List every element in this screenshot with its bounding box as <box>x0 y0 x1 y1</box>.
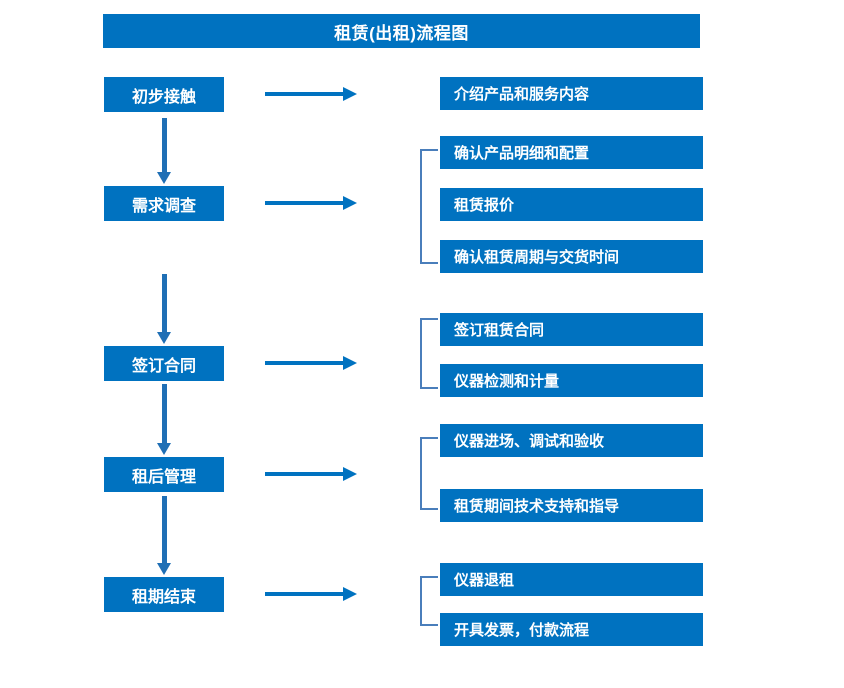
flow-arrow-down-4 <box>157 496 171 575</box>
detail-box-签订租赁合同[interactable]: 签订租赁合同 <box>440 313 703 346</box>
detail-box-介绍产品和服务内容[interactable]: 介绍产品和服务内容 <box>440 77 703 110</box>
detail-arrow-right-5 <box>265 587 357 601</box>
stage-box-租期结束[interactable]: 租期结束 <box>104 577 224 612</box>
arrow-head-down-icon <box>157 443 171 455</box>
detail-box-租赁报价[interactable]: 租赁报价 <box>440 188 703 221</box>
arrow-shaft <box>265 92 345 96</box>
detail-arrow-right-3 <box>265 356 357 370</box>
arrow-head-down-icon <box>157 172 171 184</box>
group-bracket-5 <box>420 576 438 626</box>
group-bracket-3 <box>420 318 438 389</box>
stage-box-签订合同[interactable]: 签订合同 <box>104 346 224 381</box>
stage-box-租后管理[interactable]: 租后管理 <box>104 457 224 492</box>
arrow-head-right-icon <box>343 356 357 370</box>
group-bracket-2 <box>420 149 438 264</box>
flow-arrow-down-1 <box>157 118 171 184</box>
arrow-head-down-icon <box>157 563 171 575</box>
arrow-shaft <box>265 361 345 365</box>
detail-box-仪器检测和计量[interactable]: 仪器检测和计量 <box>440 364 703 397</box>
arrow-head-right-icon <box>343 196 357 210</box>
arrow-head-down-icon <box>157 332 171 344</box>
detail-arrow-right-2 <box>265 196 357 210</box>
arrow-shaft <box>265 592 345 596</box>
arrow-shaft <box>265 472 345 476</box>
flow-arrow-down-3 <box>157 384 171 455</box>
detail-box-仪器退租[interactable]: 仪器退租 <box>440 563 703 596</box>
diagram-title: 租赁(出租)流程图 <box>103 14 700 48</box>
arrow-shaft <box>162 496 167 563</box>
arrow-head-right-icon <box>343 587 357 601</box>
detail-box-仪器进场调试和验收[interactable]: 仪器进场、调试和验收 <box>440 424 703 457</box>
detail-box-确认产品明细和配置[interactable]: 确认产品明细和配置 <box>440 136 703 169</box>
detail-box-租赁期间技术支持和指导[interactable]: 租赁期间技术支持和指导 <box>440 489 703 522</box>
flow-arrow-down-2 <box>157 274 171 344</box>
stage-box-初步接触[interactable]: 初步接触 <box>104 77 224 112</box>
detail-box-确认租赁周期与交货时间[interactable]: 确认租赁周期与交货时间 <box>440 240 703 273</box>
arrow-head-right-icon <box>343 467 357 481</box>
stage-box-需求调查[interactable]: 需求调查 <box>104 186 224 221</box>
arrow-shaft <box>162 384 167 443</box>
arrow-shaft <box>162 118 167 172</box>
group-bracket-4 <box>420 437 438 510</box>
detail-box-开具发票付款流程[interactable]: 开具发票，付款流程 <box>440 613 703 646</box>
arrow-head-right-icon <box>343 87 357 101</box>
detail-arrow-right-1 <box>265 87 357 101</box>
arrow-shaft <box>162 274 167 332</box>
arrow-shaft <box>265 201 345 205</box>
detail-arrow-right-4 <box>265 467 357 481</box>
